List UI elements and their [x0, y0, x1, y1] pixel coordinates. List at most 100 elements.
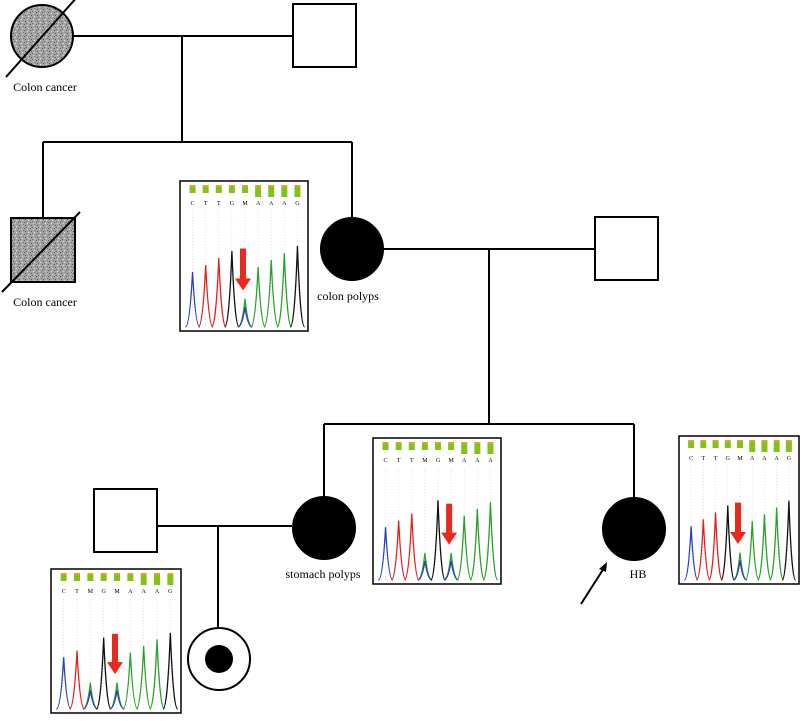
chromatogram-peak — [377, 527, 394, 581]
quality-marker-cap — [761, 440, 768, 442]
base-call-label: T — [217, 201, 221, 207]
quality-marker-cap — [202, 185, 209, 187]
chromatogram-peak — [456, 515, 473, 581]
base-call-label: A — [462, 458, 467, 464]
base-call-label: C — [689, 456, 693, 462]
proband-arrow-head — [599, 562, 607, 572]
base-call-label: M — [242, 201, 248, 207]
mother-label: colon polyps — [317, 289, 379, 303]
base-call-label: A — [128, 589, 133, 595]
quality-marker — [700, 442, 707, 448]
quality-marker-cap — [215, 185, 222, 187]
quality-marker — [154, 575, 160, 585]
quality-marker-cap — [700, 440, 707, 442]
quality-marker — [749, 442, 756, 452]
quality-marker-cap — [461, 442, 468, 444]
base-call-label: C — [62, 589, 66, 595]
proband-label: HB — [630, 567, 647, 581]
base-call-label: A — [141, 589, 146, 595]
quality-marker-cap — [474, 442, 481, 444]
base-call-label: A — [282, 201, 287, 207]
grandmother-deceased-slash — [5, 0, 76, 78]
base-call-label: A — [762, 456, 767, 462]
chromatogram-peak — [162, 632, 179, 710]
chromatogram-peak — [263, 259, 280, 328]
quality-marker — [228, 187, 235, 193]
quality-marker-cap — [100, 573, 107, 575]
quality-marker-cap — [281, 185, 288, 187]
chromatogram-peak — [720, 505, 736, 581]
quality-marker — [724, 442, 731, 448]
quality-marker — [60, 575, 67, 581]
sister-label: stomach polyps — [286, 567, 361, 581]
quality-marker-cap — [785, 440, 792, 442]
quality-marker-cap — [724, 440, 731, 442]
quality-marker — [215, 187, 222, 193]
base-call-label: A — [475, 458, 480, 464]
chromatogram-het-peak — [109, 690, 125, 710]
chromatogram-het-peak — [443, 560, 459, 581]
quality-marker — [382, 444, 389, 450]
quality-marker — [773, 442, 780, 452]
chromatogram-peak — [769, 507, 785, 581]
chromatogram-peak — [149, 639, 165, 710]
quality-marker — [761, 442, 768, 452]
uncle-label: Colon cancer — [13, 295, 77, 309]
mutation-arrow-shaft — [112, 633, 118, 665]
chromatogram-peak — [197, 264, 214, 328]
quality-marker — [421, 444, 428, 450]
quality-marker-cap — [167, 573, 174, 575]
base-call-label: A — [488, 458, 493, 464]
quality-marker — [737, 442, 743, 448]
mutation-arrow-shaft — [735, 502, 741, 535]
base-call-label: M — [448, 458, 454, 464]
base-call-label: T — [714, 456, 718, 462]
base-call-label: A — [750, 456, 755, 462]
proband-arrow-shaft — [580, 567, 605, 605]
chromatogram-peak — [781, 500, 797, 581]
chromatogram-peak — [403, 513, 420, 581]
chromatogram-peak — [683, 526, 699, 581]
base-call-label: M — [422, 458, 428, 464]
quality-marker — [395, 444, 402, 450]
quality-marker-cap — [242, 185, 248, 187]
base-call-label: T — [410, 458, 414, 464]
quality-marker — [87, 575, 94, 581]
chromatogram-het-peak — [417, 560, 433, 581]
mutation-arrow-shaft — [240, 248, 246, 281]
chromatogram-peak — [55, 657, 72, 710]
sister-symbol — [292, 496, 356, 560]
base-call-label: C — [191, 201, 195, 207]
mutation-arrow-head — [730, 532, 746, 545]
chromatogram-peak — [95, 637, 112, 710]
quality-marker — [127, 575, 134, 581]
quality-marker — [100, 575, 107, 581]
niece-carrier-dot — [205, 645, 233, 673]
chromatogram-peak — [276, 252, 293, 328]
quality-marker-cap — [140, 573, 147, 575]
chromatogram-peak — [122, 652, 139, 710]
quality-marker — [74, 575, 80, 581]
quality-marker-cap — [448, 442, 455, 444]
quality-marker — [408, 444, 415, 450]
base-call-label: T — [204, 201, 208, 207]
mother-symbol — [320, 217, 384, 281]
father-symbol — [594, 216, 659, 281]
quality-marker — [435, 444, 441, 450]
quality-marker-cap — [127, 573, 134, 575]
quality-marker — [202, 187, 209, 193]
mutation-arrow-head — [107, 662, 123, 675]
quality-marker-cap — [87, 573, 94, 575]
chromatogram-peak — [250, 266, 266, 328]
quality-marker-cap — [712, 440, 719, 442]
chromatogram-peak — [695, 519, 711, 581]
chromatogram-het-peak — [733, 560, 747, 581]
quality-marker — [242, 187, 248, 193]
base-call-label: M — [114, 589, 120, 595]
quality-marker-cap — [114, 573, 120, 575]
chromatogram-peak — [135, 645, 152, 710]
base-call-label: M — [737, 456, 743, 462]
